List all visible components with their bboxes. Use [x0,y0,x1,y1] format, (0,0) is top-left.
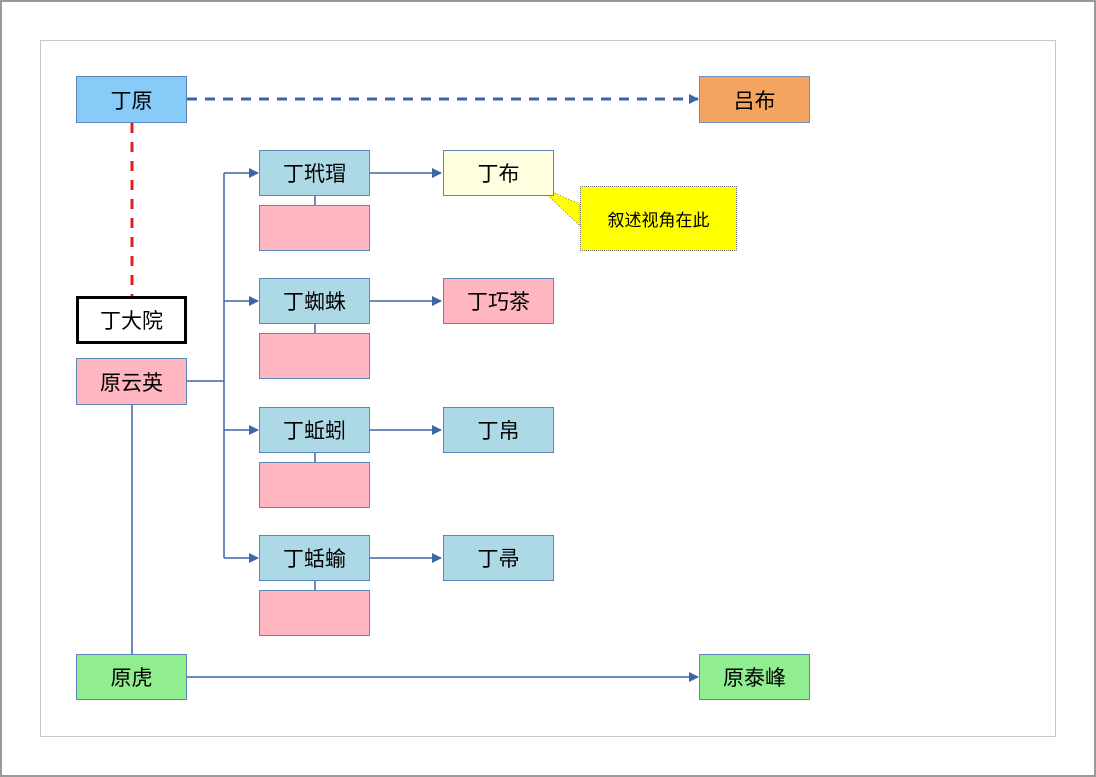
node-ding-bu[interactable]: 丁布 [443,150,554,196]
node-ding-dayuan[interactable]: 丁大院 [76,296,187,344]
node-yuan-taifeng[interactable]: 原泰峰 [699,654,810,700]
callout-note[interactable]: 叙述视角在此 [580,186,737,251]
node-lv-bu[interactable]: 吕布 [699,76,810,123]
node-spouse-1[interactable] [259,205,370,251]
node-ding-zhizhu[interactable]: 丁蜘蛛 [259,278,370,324]
node-ding-bo[interactable]: 丁帛 [443,407,554,453]
node-ding-kuoyu[interactable]: 丁蛞蝓 [259,535,370,581]
node-ding-qiaocha[interactable]: 丁巧茶 [443,278,554,324]
node-spouse-4[interactable] [259,590,370,636]
node-ding-qiuyin[interactable]: 丁蚯蚓 [259,407,370,453]
node-ding-yuan[interactable]: 丁原 [76,76,187,123]
node-ding-pipa[interactable]: 丁玳瑁 [259,150,370,196]
node-ding-yuan2[interactable]: 丁帚 [443,535,554,581]
node-yuan-yunying[interactable]: 原云英 [76,358,187,405]
node-spouse-2[interactable] [259,333,370,379]
callout-pointer [537,185,581,228]
node-spouse-3[interactable] [259,462,370,508]
node-yuan-hu[interactable]: 原虎 [76,654,187,700]
